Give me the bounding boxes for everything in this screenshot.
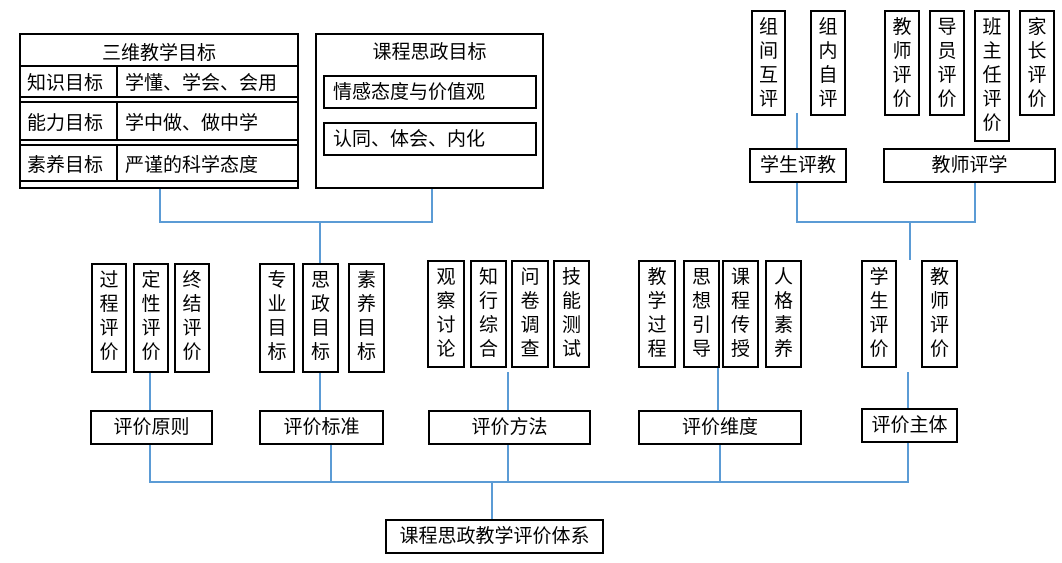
child-box: 教学过程 xyxy=(638,260,676,368)
child-label: 教师评价 xyxy=(929,266,949,360)
child-box: 技能测试 xyxy=(553,260,590,368)
sanwei-goals-frame: 三维教学目标 知识目标 学懂、学会、会用 能力目标 学中做、做中学 素养目标 严… xyxy=(19,33,299,189)
eval-item-box: 教师评价 xyxy=(884,10,920,116)
eval-item-box: 家长评价 xyxy=(1019,10,1055,116)
child-label: 知行综合 xyxy=(478,266,498,360)
eval-item: 教师评价 xyxy=(892,16,912,110)
child-box: 观察讨论 xyxy=(427,260,465,368)
category-principle-box: 评价原则 xyxy=(90,410,213,445)
child-label: 思政目标 xyxy=(310,269,330,363)
child-box: 思想引导 xyxy=(683,260,720,368)
child-box: 教师评价 xyxy=(921,260,958,368)
goal-label: 知识目标 xyxy=(27,72,104,94)
teacher-eval-learning-box: 教师评学 xyxy=(883,148,1056,183)
eval-item-box: 组间互评 xyxy=(751,10,786,116)
child-label: 终结评价 xyxy=(182,269,202,363)
child-label: 专业目标 xyxy=(267,269,287,363)
child-box: 问卷调查 xyxy=(511,260,549,368)
eval-item: 组内自评 xyxy=(818,16,838,110)
child-label: 人格素养 xyxy=(773,266,793,360)
child-label: 问卷调查 xyxy=(520,266,540,360)
sizheng-goals-title: 课程思政目标 xyxy=(372,40,487,63)
goal-label: 素养目标 xyxy=(27,153,104,176)
child-label: 观察讨论 xyxy=(436,266,456,360)
eval-item-box: 班主任评价 xyxy=(974,10,1010,142)
child-box: 思政目标 xyxy=(302,263,339,373)
child-box: 学生评价 xyxy=(861,260,897,368)
sizheng-goal-item: 认同、体会、内化 xyxy=(323,122,537,156)
goal-value: 学中做、做中学 xyxy=(125,111,259,134)
category-standard-box: 评价标准 xyxy=(259,410,384,445)
child-label: 学生评价 xyxy=(869,266,889,360)
student-eval-teaching-box: 学生评教 xyxy=(749,148,847,183)
child-label: 课程传授 xyxy=(730,266,750,360)
child-box: 人格素养 xyxy=(765,260,802,368)
child-box: 知行综合 xyxy=(470,260,507,368)
child-label: 过程评价 xyxy=(99,269,119,363)
child-box: 定性评价 xyxy=(133,263,169,373)
sanwei-goals-title: 三维教学目标 xyxy=(101,41,216,64)
eval-item-box: 组内自评 xyxy=(810,10,846,116)
eval-item: 班主任评价 xyxy=(982,16,1002,134)
root-evaluation-system-box: 课程思政教学评价体系 xyxy=(385,519,604,554)
child-label: 定性评价 xyxy=(141,269,161,363)
goal-value: 学懂、学会、会用 xyxy=(125,72,278,94)
sizheng-goal-item: 情感态度与价值观 xyxy=(323,75,537,109)
category-method-box: 评价方法 xyxy=(428,410,591,445)
category-subject-box: 评价主体 xyxy=(861,408,958,443)
child-box: 过程评价 xyxy=(91,263,127,373)
child-label: 思想引导 xyxy=(691,266,711,360)
child-label: 技能测试 xyxy=(561,266,581,360)
child-box: 终结评价 xyxy=(174,263,210,373)
child-label: 素养目标 xyxy=(356,269,376,363)
eval-item: 导员评价 xyxy=(937,16,957,110)
child-box: 素养目标 xyxy=(348,263,385,373)
sizheng-goals-frame: 课程思政目标 xyxy=(315,33,544,189)
child-box: 专业目标 xyxy=(259,263,295,373)
child-box: 课程传授 xyxy=(722,260,759,368)
eval-item: 组间互评 xyxy=(758,16,778,110)
category-dimension-box: 评价维度 xyxy=(638,410,802,445)
eval-item-box: 导员评价 xyxy=(929,10,965,116)
eval-item: 家长评价 xyxy=(1027,16,1047,110)
child-label: 教学过程 xyxy=(647,266,667,360)
goal-label: 能力目标 xyxy=(27,111,104,134)
goal-value: 严谨的科学态度 xyxy=(125,153,259,176)
